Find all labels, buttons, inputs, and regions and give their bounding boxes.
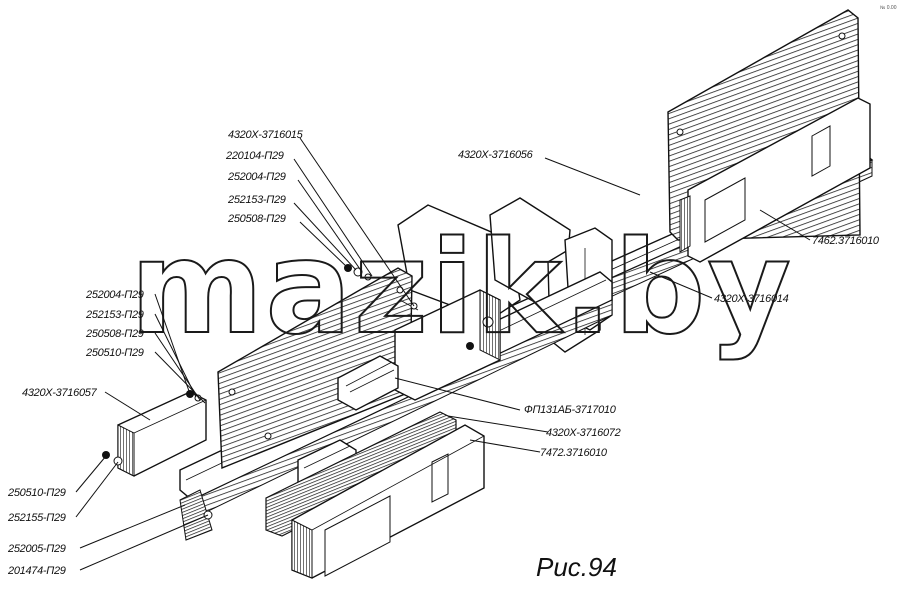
right-lamp-housing [679, 97, 871, 263]
label-252005-p29: 252005-П29 [7, 543, 66, 555]
label-220104-p29: 220104-П29 [225, 150, 284, 162]
front-lamp-housing [291, 424, 485, 579]
label-201474-p29: 201474-П29 [7, 565, 66, 577]
left-end-bracket [117, 390, 207, 477]
figure-caption: Рис.94 [536, 552, 617, 582]
label-252004-p29-top: 252004-П29 [227, 171, 286, 183]
label-fp131ab-3717010: ФП131АБ-3717010 [524, 404, 617, 416]
label-4320x-3716015: 4320Х-3716015 [228, 129, 304, 141]
label-7472-3716010: 7472.3716010 [540, 447, 608, 459]
fastener-set-bottom [102, 451, 123, 466]
label-250510-p29-bottom: 250510-П29 [7, 487, 66, 499]
label-4320x-3716056: 4320Х-3716056 [458, 149, 534, 161]
connector-block-upper [337, 355, 399, 411]
label-252153-p29-top: 252153-П29 [227, 194, 286, 206]
label-250510-p29-left: 250510-П29 [85, 347, 144, 359]
corner-mark: № 0.00 [880, 5, 897, 11]
label-250508-p29-top: 250508-П29 [227, 213, 286, 225]
leader-lines [75, 137, 811, 571]
label-4320x-3716014: 4320Х-3716014 [714, 293, 789, 305]
label-7462-3716010: 7462.3716010 [812, 235, 880, 247]
part-labels: 4320Х-3716015 220104-П29 252004-П29 2521… [7, 129, 880, 577]
label-252153-p29-left: 252153-П29 [85, 309, 144, 321]
label-252004-p29-left: 252004-П29 [85, 289, 144, 301]
label-4320x-3716057: 4320Х-3716057 [22, 387, 98, 399]
watermark: mazik.by [130, 214, 793, 363]
label-250508-p29-left: 250508-П29 [85, 328, 144, 340]
label-252155-p29: 252155-П29 [7, 512, 66, 524]
label-4320x-3716072: 4320Х-3716072 [546, 427, 621, 439]
